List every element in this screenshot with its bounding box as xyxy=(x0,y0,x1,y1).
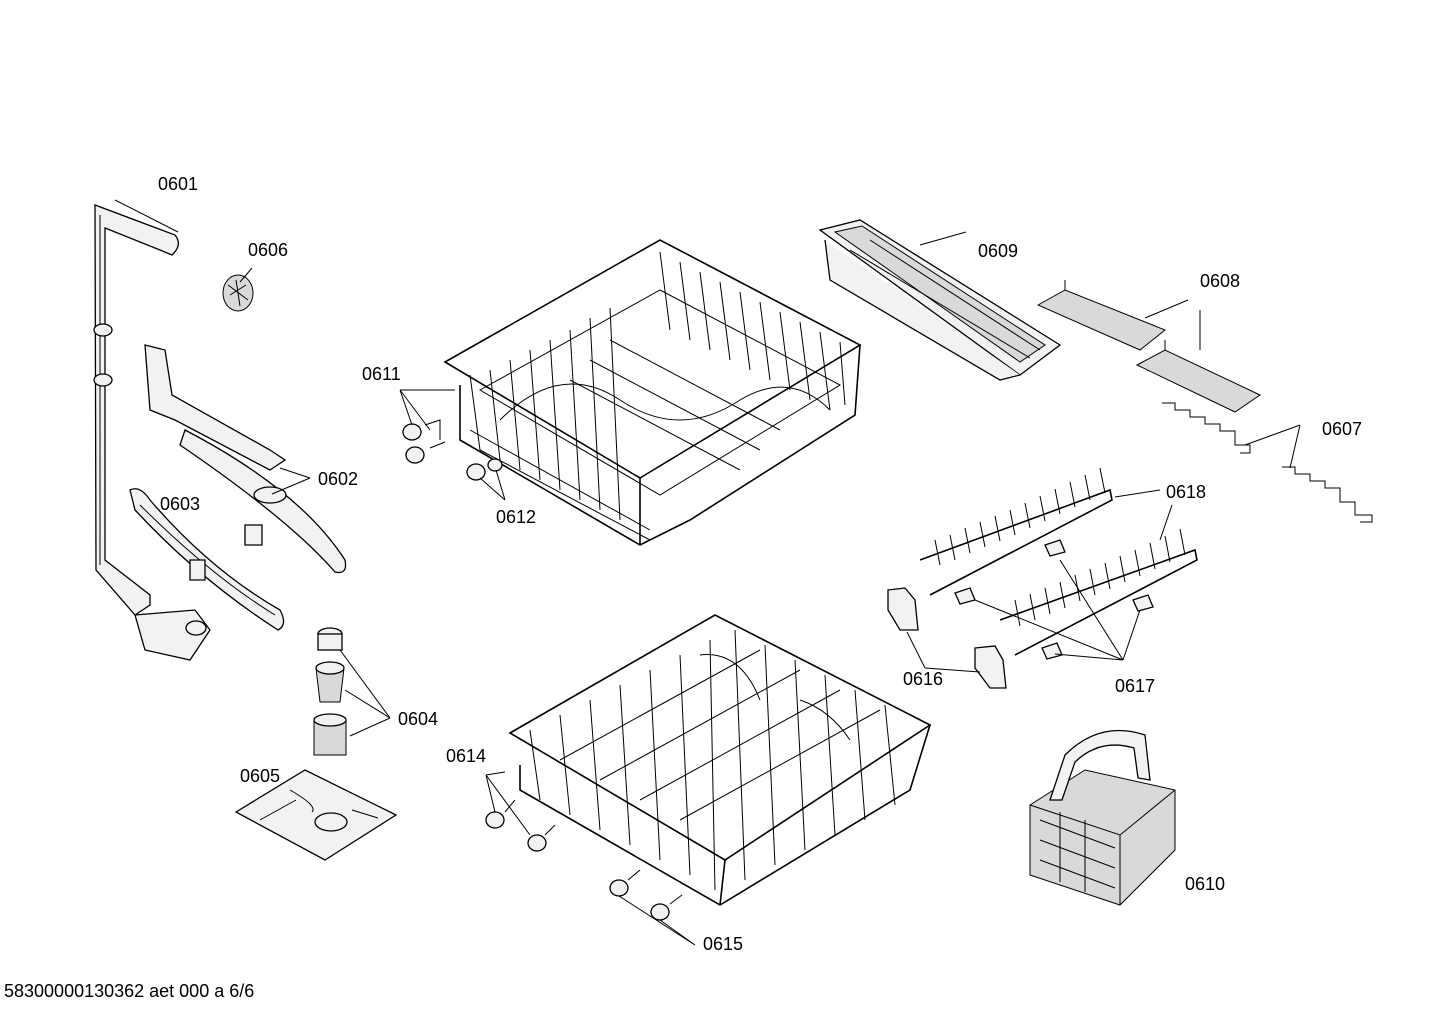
label-0610: 0610 xyxy=(1185,874,1225,894)
part-lower-basket xyxy=(508,614,932,906)
part-0612-upper-wheels xyxy=(466,458,503,481)
label-0603: 0603 xyxy=(160,494,200,514)
label-0602: 0602 xyxy=(318,469,358,489)
part-0614-lower-wheels xyxy=(485,799,556,852)
part-0603-lower-spray-arm xyxy=(129,488,285,631)
label-0617: 0617 xyxy=(1115,676,1155,696)
part-0602-upper-spray-arm xyxy=(144,344,347,574)
callout-labels: 0601 0606 0602 0603 0604 0605 0607 0608 … xyxy=(158,174,1362,954)
part-0607-racks xyxy=(1162,402,1373,523)
part-0606-cap xyxy=(222,274,254,312)
label-0614: 0614 xyxy=(446,746,486,766)
part-0610-cutlery-basket xyxy=(1029,729,1176,906)
label-0611: 0611 xyxy=(362,364,401,384)
part-0618-tine-racks xyxy=(919,467,1198,656)
part-upper-basket xyxy=(443,239,862,546)
part-0604-filters xyxy=(313,627,347,756)
label-0608: 0608 xyxy=(1200,271,1240,291)
label-0604: 0604 xyxy=(398,709,438,729)
label-0615: 0615 xyxy=(703,934,743,954)
label-0618: 0618 xyxy=(1166,482,1206,502)
label-0616: 0616 xyxy=(903,669,943,689)
label-0606: 0606 xyxy=(248,240,288,260)
part-0617-clips xyxy=(954,539,1154,660)
part-0605-filter-plate xyxy=(234,769,398,861)
part-0608-grids xyxy=(1036,280,1262,413)
label-0601: 0601 xyxy=(158,174,198,194)
leader-lines xyxy=(239,231,1301,946)
label-0607: 0607 xyxy=(1322,419,1362,439)
part-0611-upper-wheels xyxy=(402,419,446,464)
part-0609-tray xyxy=(818,219,1062,381)
part-0601-supply-pipe xyxy=(93,199,211,661)
label-0612: 0612 xyxy=(496,507,536,527)
part-0616-clips xyxy=(887,587,1007,689)
label-0609: 0609 xyxy=(978,241,1018,261)
footer-document-id: 58300000130362 aet 000 a 6/6 xyxy=(4,981,254,1001)
label-0605: 0605 xyxy=(240,766,280,786)
